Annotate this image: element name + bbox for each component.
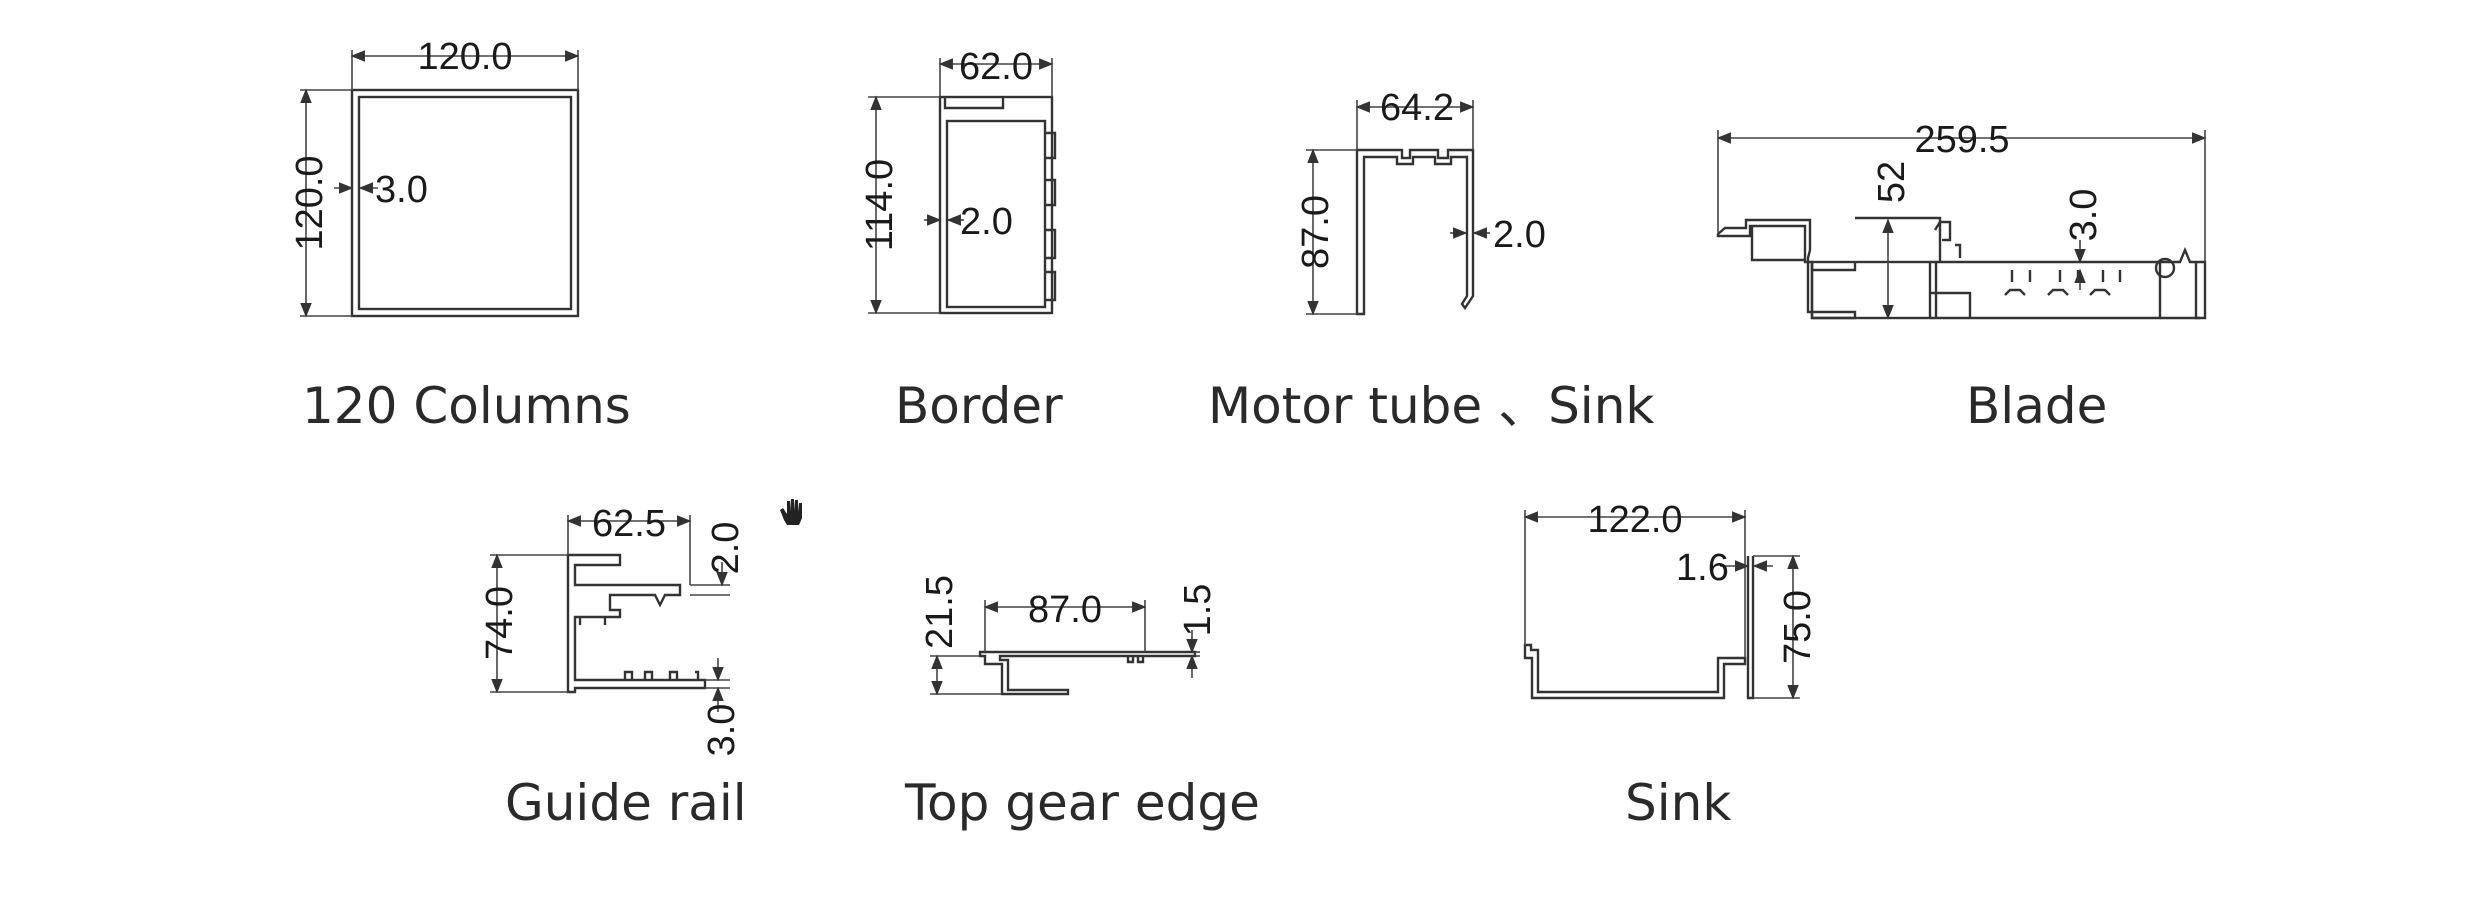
dim-flange-thickness: 2.0 <box>705 522 747 575</box>
section-outline <box>566 553 707 694</box>
profile-border: 62.0 114.0 2.0 Border <box>859 46 1063 435</box>
dim-width: 120.0 <box>417 36 512 78</box>
dim-wall-thickness: 1.5 <box>1177 584 1219 637</box>
section-outline <box>1716 216 2207 320</box>
dim-width: 62.0 <box>959 46 1033 88</box>
dim-height: 114.0 <box>859 159 901 251</box>
profile-blade: 259.5 52 3.0 Blade <box>1716 119 2207 435</box>
profile-caption: 120 Columns <box>302 377 631 435</box>
profile-120-columns: 120.0 120.0 3.0 120 Columns <box>289 36 631 435</box>
profile-motor-tube: 64.2 87.0 2.0 Motor tube 、Sink <box>1208 87 1654 435</box>
profile-caption: Border <box>895 377 1063 435</box>
profile-caption: Motor tube 、Sink <box>1208 377 1654 435</box>
dim-height: 120.0 <box>289 155 331 250</box>
section-outline <box>350 88 580 318</box>
section-outline <box>1355 148 1475 316</box>
dim-wall-thickness: 3.0 <box>375 169 428 211</box>
hand-cursor-icon <box>780 499 802 525</box>
dimension-lines <box>490 515 730 712</box>
dim-height: 52 <box>1871 161 1913 203</box>
profile-guide-rail: 62.5 2.0 74.0 3.0 Guide rail <box>479 503 747 832</box>
dimension-lines <box>930 600 1200 696</box>
dimension-lines <box>868 58 1054 315</box>
dim-width: 64.2 <box>1380 87 1454 129</box>
section-outline <box>938 95 1057 315</box>
dimension-lines <box>1306 100 1490 316</box>
dim-width: 122.0 <box>1587 499 1682 541</box>
dim-wall-thickness: 2.0 <box>1493 214 1546 256</box>
dimension-lines <box>1523 510 1800 700</box>
dim-height: 21.5 <box>919 575 961 649</box>
profile-caption: Blade <box>1966 377 2107 435</box>
profile-top-gear-edge: 21.5 87.0 1.5 Top gear edge <box>904 575 1260 832</box>
dim-height: 74.0 <box>479 586 521 660</box>
section-outline <box>1523 556 1755 700</box>
dim-wall-thickness: 1.6 <box>1676 547 1729 589</box>
dim-base-thickness: 3.0 <box>701 704 743 757</box>
dim-width: 62.5 <box>592 503 666 545</box>
section-outline <box>978 650 1197 696</box>
profile-sink: 122.0 1.6 75.0 Sink <box>1523 499 1819 832</box>
dim-height: 87.0 <box>1295 195 1337 269</box>
dim-wall-thickness: 2.0 <box>960 201 1013 243</box>
dim-overall-width: 259.5 <box>1914 119 2009 161</box>
dim-wall-thickness: 3.0 <box>2063 189 2105 242</box>
profile-caption: Sink <box>1625 774 1731 832</box>
profile-caption: Top gear edge <box>904 774 1260 832</box>
profile-caption: Guide rail <box>505 774 747 832</box>
dim-height: 75.0 <box>1777 590 1819 664</box>
dimension-lines <box>300 50 580 318</box>
dimension-lines <box>1716 130 2207 320</box>
dim-width: 87.0 <box>1028 589 1102 631</box>
